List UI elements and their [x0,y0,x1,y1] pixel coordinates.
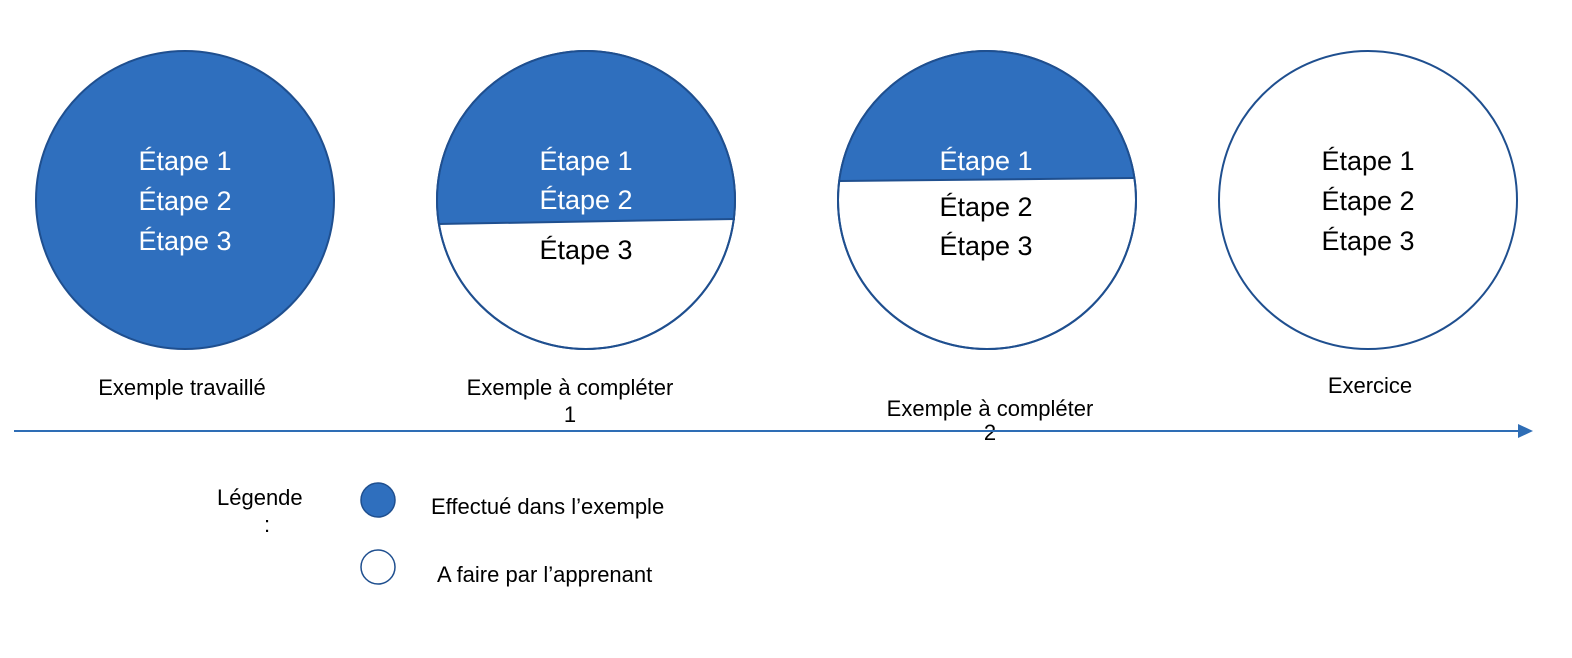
stage-caption: Exemple travaillé [98,375,266,400]
stage-caption: Exercice [1328,373,1412,398]
legend-done-swatch [360,482,396,518]
stage-caption-tail: 2 [984,420,996,445]
stage-circle [1218,50,1518,350]
stage-completion-example-2: Étape 1 Étape 2 Étape 3 Exemple à complé… [837,50,1137,445]
stage-caption-tail: 1 [564,402,576,427]
step-label: Étape 3 [138,226,231,256]
legend-todo-swatch [360,549,396,585]
split-line [839,177,1135,182]
legend-done-label: Effectué dans l’exemple [431,494,664,519]
step-label: Étape 1 [539,146,632,176]
step-label: Étape 2 [1321,186,1414,216]
legend-title: Légende [217,485,303,510]
done-portion [437,51,735,224]
step-label: Étape 2 [138,186,231,216]
legend: Légende : Effectué dans l’exemple A fair… [217,482,664,587]
step-label: Étape 3 [539,235,632,265]
stage-caption: Exemple à compléter [887,396,1094,421]
stage-exercise: Étape 1 Étape 2 Étape 3 Exercice [1218,50,1518,398]
split-line [437,218,736,225]
step-label: Étape 1 [1321,146,1414,176]
step-label: Étape 1 [138,146,231,176]
step-label: Étape 2 [939,192,1032,222]
legend-todo-label: A faire par l’apprenant [437,562,652,587]
stage-circle [35,50,335,350]
stage-worked-example: Étape 1 Étape 2 Étape 3 Exemple travaill… [35,50,335,400]
legend-title-tail: : [264,512,270,537]
step-label: Étape 3 [1321,226,1414,256]
step-label: Étape 1 [939,146,1032,176]
stage-caption: Exemple à compléter [467,375,674,400]
arrowhead-icon [1518,424,1533,438]
step-label: Étape 2 [539,185,632,215]
progression-arrow [14,424,1533,438]
done-portion [838,51,1136,181]
stage-completion-example-1: Étape 1 Étape 2 Étape 3 Exemple à complé… [436,50,736,427]
step-label: Étape 3 [939,231,1032,261]
